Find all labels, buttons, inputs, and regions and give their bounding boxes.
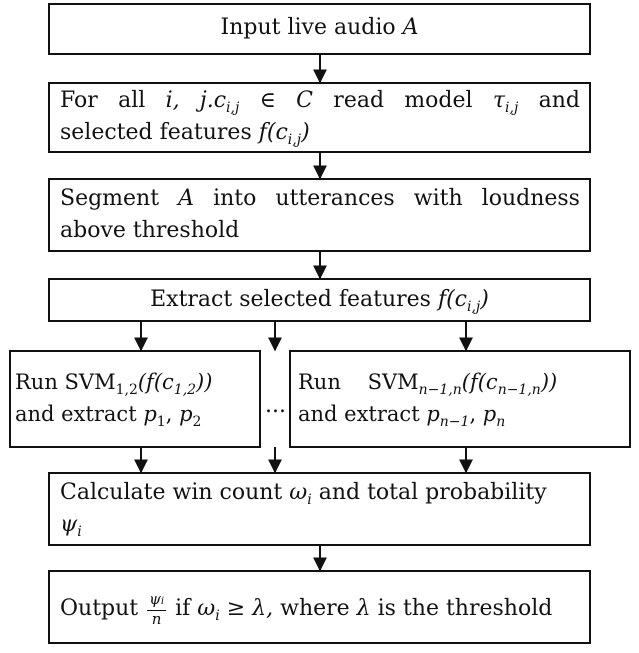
output-fraction: ψi n xyxy=(147,590,167,628)
svm-right-line2: and extract pn−1, pn xyxy=(298,402,506,430)
segment-box xyxy=(48,178,591,252)
svm-left-line1: Run SVM1,2(f(c1,2)) xyxy=(15,370,213,398)
extract-box xyxy=(48,278,591,322)
svm-left-box xyxy=(9,350,261,448)
calculate-line1: Calculate win count ωi and total probabi… xyxy=(60,480,547,508)
input-var: A xyxy=(402,15,419,40)
ellipsis: ... xyxy=(265,393,286,418)
calculate-line2: ψi xyxy=(60,512,82,540)
segment-line1: Segment A into utterances with loudness xyxy=(60,186,580,211)
calculate-box xyxy=(48,472,591,546)
svm-right-line1: Run SVMn−1,n(f(cn−1,n)) xyxy=(298,370,558,398)
extract-text: Extract selected features f(ci,j) xyxy=(150,287,489,315)
output-box xyxy=(48,570,591,644)
segment-line2: above threshold xyxy=(60,218,240,243)
input-text: Input live audio A xyxy=(48,12,591,43)
input-label: Input live audio xyxy=(220,15,396,40)
read-model-line1: For all i, j.ci,j ∈ C read model τi,j an… xyxy=(60,88,580,116)
svm-right-box xyxy=(289,350,631,448)
output-text: Output ψi n if ωi ≥ λ, where λ is the th… xyxy=(60,590,553,628)
read-model-box xyxy=(48,82,591,153)
read-model-line2: selected features f(ci,j) xyxy=(60,120,310,148)
input-box xyxy=(48,3,591,55)
svm-left-line2: and extract p1, p2 xyxy=(15,402,202,430)
